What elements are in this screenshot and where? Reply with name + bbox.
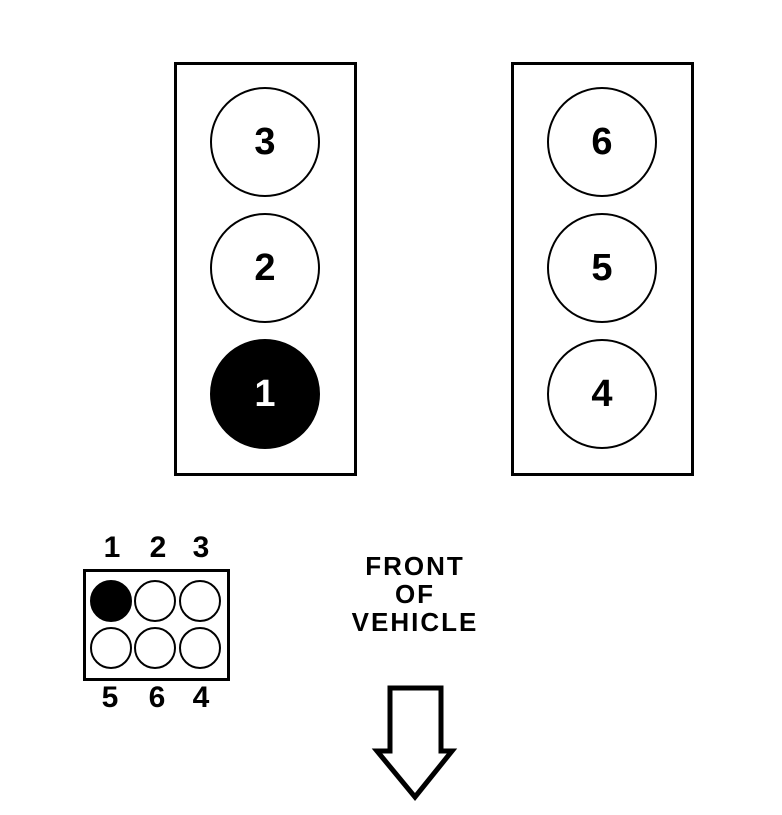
left-cylinder-bank: 3 2 1 (174, 62, 357, 476)
coil-terminal-2 (134, 580, 176, 622)
front-of-vehicle-line-2: OF (394, 579, 436, 609)
cylinder-circle-6: 6 (547, 87, 657, 197)
coil-top-label-3: 3 (192, 531, 210, 564)
coil-bottom-label-5: 5 (101, 681, 119, 714)
cylinder-circle-4: 4 (547, 339, 657, 449)
front-of-vehicle-line-1: FRONT (365, 551, 465, 581)
coil-top-label-2: 2 (149, 531, 167, 564)
cylinder-circle-3: 3 (210, 87, 320, 197)
front-of-vehicle-label: FRONT OF VEHICLE (315, 552, 515, 636)
coil-terminal-3 (179, 580, 221, 622)
coil-terminal-6 (134, 627, 176, 669)
coil-terminal-4 (179, 627, 221, 669)
coil-bottom-label-6: 6 (148, 681, 166, 714)
coil-bottom-label-4: 4 (192, 681, 210, 714)
front-of-vehicle-line-3: VEHICLE (351, 607, 479, 637)
cylinder-circle-5: 5 (547, 213, 657, 323)
coil-top-label-1: 1 (103, 531, 121, 564)
cylinder-circle-1: 1 (210, 339, 320, 449)
cylinder-circle-2: 2 (210, 213, 320, 323)
coil-pack (83, 569, 230, 681)
coil-terminal-1 (90, 580, 132, 622)
right-cylinder-bank: 6 5 4 (511, 62, 694, 476)
down-arrow-icon (371, 685, 458, 801)
coil-terminal-5 (90, 627, 132, 669)
